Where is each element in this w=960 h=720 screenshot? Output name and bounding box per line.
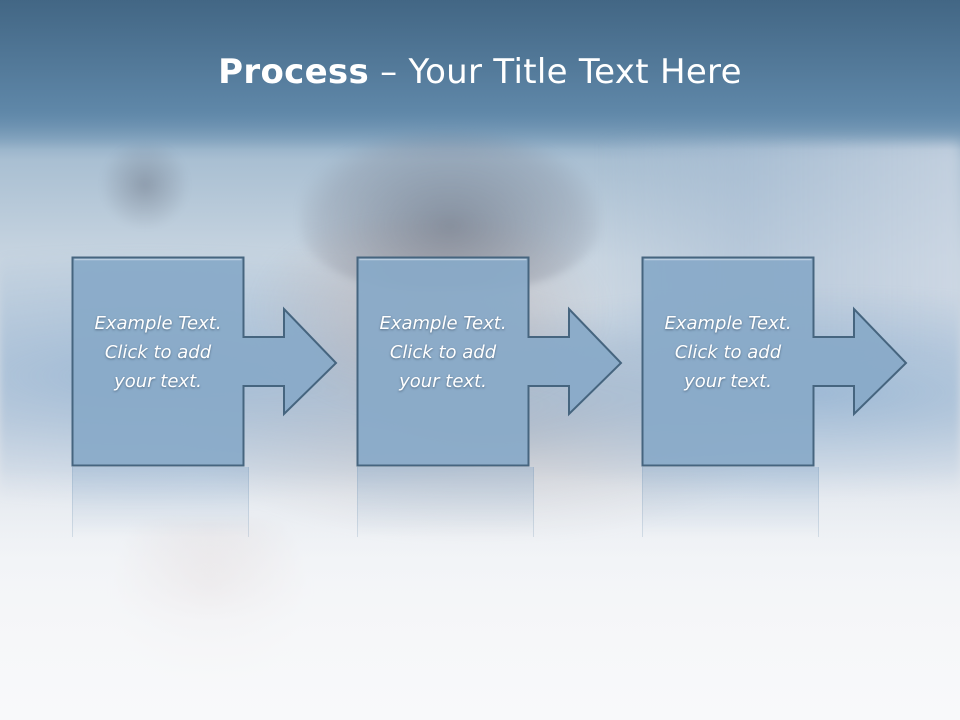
- step-3-reflection: [642, 467, 819, 537]
- slide-title-bold: Process: [218, 52, 370, 92]
- process-step-2[interactable]: Example Text. Click to add your text.: [356, 256, 627, 467]
- slide-title[interactable]: Process – Your Title Text Here: [0, 52, 960, 92]
- background-bottom-fade: [0, 470, 960, 720]
- step-2-reflection: [357, 467, 534, 537]
- title-band: [0, 0, 960, 150]
- background-hair-curl: [100, 140, 190, 230]
- step-3-shape: [641, 256, 908, 467]
- step-3-text: Example Text. Click to add your text.: [664, 313, 792, 392]
- step-1-reflection: [72, 467, 249, 537]
- step-2-text: Example Text. Click to add your text.: [379, 313, 507, 392]
- process-step-1[interactable]: Example Text. Click to add your text.: [71, 256, 342, 467]
- step-1-text: Example Text. Click to add your text.: [94, 313, 222, 392]
- process-step-3[interactable]: Example Text. Click to add your text.: [641, 256, 912, 467]
- slide-title-rest: – Your Title Text Here: [369, 52, 742, 92]
- step-1-shape: [71, 256, 338, 467]
- step-2-shape: [356, 256, 623, 467]
